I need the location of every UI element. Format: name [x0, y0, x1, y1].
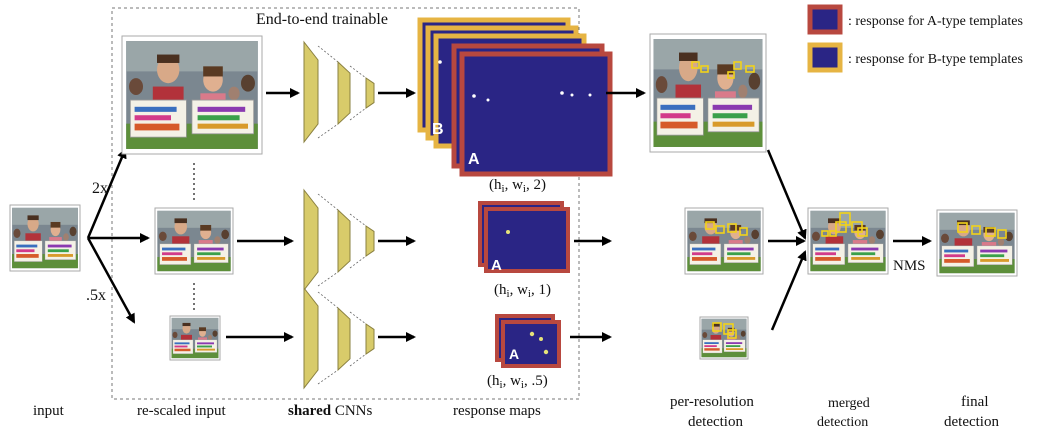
- legend-b-text: : response for B-type templates: [848, 52, 1023, 67]
- detection-medium: [684, 207, 764, 275]
- cnn-middle: [303, 188, 375, 292]
- dims-medium: (hi, wi, 1): [494, 282, 551, 300]
- response-maps-small: A: [495, 314, 561, 368]
- label-shared-cnns: shared CNNs: [288, 403, 372, 419]
- detection-small: [699, 316, 749, 360]
- map-letter-a-small: A: [509, 346, 519, 362]
- dims-large: (hi, wi, 2): [489, 177, 546, 195]
- arrow-merge-3: [770, 250, 807, 331]
- label-final: final: [961, 394, 989, 410]
- legend-a-text: : response for A-type templates: [848, 14, 1023, 29]
- label-per-resolution-detection: detection: [688, 414, 743, 430]
- scale-up-label: 2x: [92, 180, 108, 197]
- label-input: input: [33, 403, 65, 419]
- legend-a-swatch: [807, 4, 843, 35]
- map-letter-b: B: [432, 121, 444, 138]
- rescaled-image-medium: [155, 208, 233, 274]
- cnn-bottom: [303, 286, 375, 390]
- arrow-downscale: [86, 237, 136, 324]
- trainable-label: End-to-end trainable: [256, 11, 388, 28]
- map-letter-a-medium: A: [491, 257, 502, 274]
- scale-down-label: .5x: [86, 287, 106, 304]
- rescaled-image-small: [170, 316, 220, 360]
- map-letter-a-large: A: [468, 151, 480, 168]
- label-per-resolution: per-resolution: [670, 394, 754, 410]
- trainable-region: [111, 7, 580, 400]
- input-image: [10, 205, 80, 271]
- nms-label: NMS: [893, 258, 926, 274]
- legend-b-swatch: [807, 42, 843, 73]
- merged-detection: [807, 207, 889, 275]
- label-response-maps: response maps: [453, 403, 541, 419]
- response-maps-medium: A: [478, 201, 570, 274]
- response-maps-large: B A: [417, 17, 613, 177]
- label-rescaled-input: re-scaled input: [137, 403, 227, 419]
- rescaled-image-large: [122, 36, 262, 154]
- arrow-upscale: [86, 148, 127, 239]
- label-merged: merged: [828, 396, 870, 411]
- legend: : response for A-type templates : respon…: [807, 4, 1023, 73]
- label-final-detection: detection: [944, 414, 999, 430]
- arrow-merge-1: [766, 149, 807, 240]
- detection-large: [649, 33, 767, 153]
- final-detection: [936, 209, 1018, 277]
- cnn-top: [303, 40, 375, 144]
- dims-small: (hi, wi, .5): [487, 373, 548, 391]
- label-merged-detection: detection: [817, 415, 868, 430]
